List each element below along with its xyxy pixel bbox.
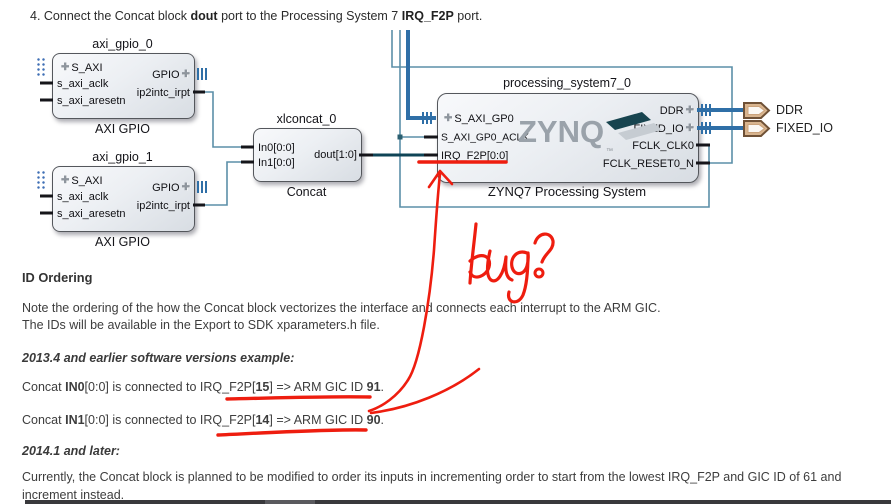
bug-handwriting [468,222,555,304]
port-label: s_axi_aclk [57,78,109,90]
interface-pin-icon: ✚ [61,175,70,186]
block-axi-gpio-1[interactable]: ✚S_AXI s_axi_aclk s_axi_aresetn GPIO✚ ip… [52,166,195,232]
irq-f2p-emphasis: IRQ_F2P [401,9,454,23]
gic-id-91-underline [225,395,372,401]
port-fclk-reset0-n[interactable]: FCLK_RESET0_N [603,158,694,170]
port-s-axi-aclk[interactable]: s_axi_aclk [57,78,108,90]
port-ip2intc-irpt[interactable]: ip2intc_irpt [137,200,190,212]
port-s-axi[interactable]: ✚S_AXI [61,62,103,74]
scrollbar-thumb[interactable] [265,500,315,504]
port-in1[interactable]: In1[0:0] [258,157,295,169]
port-label: S_AXI [71,62,103,74]
port-s-axi-aresetn[interactable]: s_axi_aresetn [57,95,126,107]
interface-pin-icon: ✚ [181,182,190,193]
paragraph-line: Currently, the Concat block is planned t… [22,470,842,484]
port-gpio[interactable]: GPIO✚ [152,69,190,81]
zynq-logo-text: ZYNQ [518,114,605,149]
wire-junction-dot [397,134,403,140]
zynq-swoosh-icon [606,112,662,140]
block-title-xlconcat-0: xlconcat_0 [276,112,337,126]
block-title-axi-gpio-0: axi_gpio_0 [92,37,153,51]
port-label: S_AXI_GP0 [454,113,514,125]
horizontal-scrollbar[interactable] [25,500,891,504]
concat-in0-mapping-line: Concat IN0[0:0] is connected to IRQ_F2P[… [22,380,385,394]
block-type-processing-system7-0: ZYNQ7 Processing System [487,184,647,199]
interface-pin-icon: ✚ [61,62,70,73]
concat-in1-mapping-line: Concat IN1[0:0] is connected to IRQ_F2P[… [22,413,385,427]
port-label: ip2intc_irpt [136,87,190,99]
port-ddr[interactable]: DDR✚ [660,105,694,117]
trademark-symbol: ™ [606,148,613,155]
port-dout[interactable]: dout[1:0] [314,149,357,161]
block-axi-gpio-0[interactable]: ✚S_AXI s_axi_aclk s_axi_aresetn GPIO✚ ip… [52,53,195,119]
port-label: s_axi_aresetn [57,208,126,220]
subheading-2014: 2014.1 and later: [22,444,120,458]
port-irq-f2p[interactable]: IRQ_F2P[0:0] [441,150,508,162]
external-port-ddr-label: DDR [776,103,804,117]
block-type-axi-gpio-0: AXI GPIO [95,122,150,136]
annotation-arrow-shaft [367,172,442,413]
block-xlconcat-0[interactable]: In0[0:0] In1[0:0] dout[1:0] [253,128,362,182]
port-in0[interactable]: In0[0:0] [258,142,295,154]
interface-pin-icon: ✚ [685,123,694,134]
port-s-axi-aresetn[interactable]: s_axi_aresetn [57,208,126,220]
gic-id-90-underline [216,428,368,437]
paragraph-line: increment instead. [22,488,125,502]
zynq-logo: ZYNQ ™ [518,112,662,155]
port-label: IRQ_F2P[0:0] [441,150,509,162]
port-gpio[interactable]: GPIO✚ [152,182,190,194]
port-label: ip2intc_irpt [136,200,190,212]
annotation-curve-tail [369,367,481,415]
block-type-axi-gpio-1: AXI GPIO [95,235,150,249]
port-s-axi[interactable]: ✚S_AXI [61,175,103,187]
port-label: S_AXI [71,175,103,187]
unconnected-interface-dots-icon [36,57,46,77]
port-label: s_axi_aresetn [57,95,126,107]
external-port-ddr-icon[interactable] [743,102,771,119]
block-type-xlconcat-0: Concat [286,185,327,199]
instruction-step: 4. Connect the Concat block dout port to… [30,9,483,23]
external-port-fixed-io-icon[interactable] [743,120,771,137]
port-label: dout[1:0] [314,149,357,161]
red-annotations [216,160,555,437]
port-label: In0[0:0] [258,142,295,154]
external-port-fixed-io-label: FIXED_IO [776,121,833,135]
paragraph-line: The IDs will be available in the Export … [22,318,380,332]
block-title-axi-gpio-1: axi_gpio_1 [92,150,153,164]
port-s-axi-gp0[interactable]: ✚S_AXI_GP0 [444,113,514,125]
dout-emphasis: dout [190,9,218,23]
interface-pin-icon: ✚ [444,113,453,124]
port-label: In1[0:0] [258,157,295,169]
paragraph-line: Note the ordering of the how the Concat … [22,301,661,315]
section-heading: ID Ordering [22,270,93,285]
port-label: GPIO [152,69,180,81]
block-title-processing-system7-0: processing_system7_0 [503,76,631,90]
port-s-axi-aclk[interactable]: s_axi_aclk [57,191,108,203]
unconnected-interface-dots-icon [36,170,46,190]
interface-pin-icon: ✚ [181,69,190,80]
interface-pin-icon: ✚ [685,105,694,116]
port-label: FCLK_RESET0_N [602,158,694,170]
subheading-2013: 2013.4 and earlier software versions exa… [22,351,295,365]
port-label: S_AXI_GP0_ACLK [441,132,530,144]
port-ip2intc-irpt[interactable]: ip2intc_irpt [137,87,190,99]
port-label: s_axi_aclk [57,191,109,203]
port-label: GPIO [152,182,180,194]
port-s-axi-gp0-aclk[interactable]: S_AXI_GP0_ACLK [441,133,529,144]
